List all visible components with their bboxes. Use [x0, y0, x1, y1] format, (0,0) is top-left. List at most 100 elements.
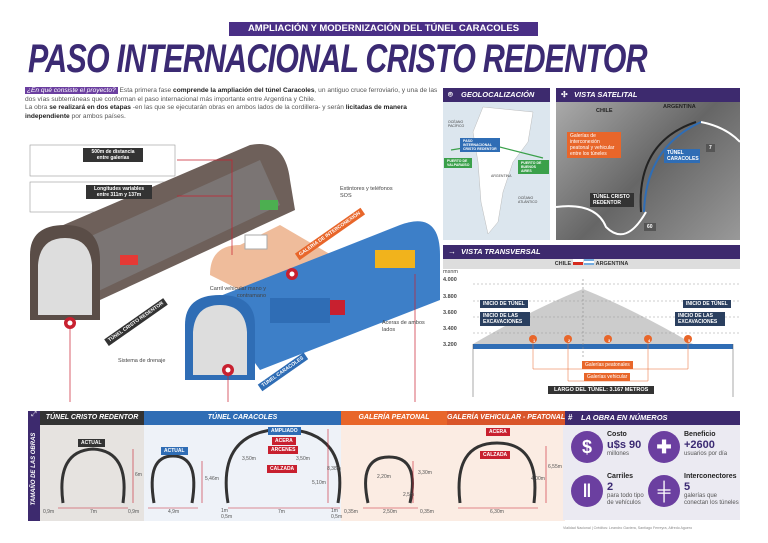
- caracoles-calzada-tag: CALZADA: [267, 465, 298, 473]
- sizes-side-bar: ⤢ TAMAÑO DE LAS OBRAS: [28, 411, 40, 521]
- vehicular-height-1: 4,00m: [531, 476, 545, 482]
- label-largo-tunel: LARGO DEL TÚNEL: 3.167 METROS: [548, 386, 655, 394]
- cristo-width: 7m: [90, 509, 97, 515]
- label-galerias: Galerías de interconexión peatonal y veh…: [567, 132, 621, 158]
- caracoles-lane-1: 3,50m: [242, 456, 256, 462]
- label-valparaiso: PUERTO DE VALPARAÍSO: [444, 158, 472, 168]
- caracoles-height-1: 5,10m: [312, 480, 326, 486]
- caracoles-side-right: 1m: [331, 508, 338, 514]
- sizes-section: ⤢ TAMAÑO DE LAS OBRAS TÚNEL CRISTO REDEN…: [28, 411, 565, 521]
- satellite-panel: ✣VISTA SATELITAL CHILE ARGENTINA Galería…: [555, 88, 741, 240]
- top-banner: AMPLIACIÓN Y MODERNIZACIÓN DEL TÚNEL CAR…: [229, 22, 538, 36]
- intro-bold: se realizará en dos etapas: [49, 104, 131, 112]
- label-extintores: Extintores y teléfonos SOS: [340, 186, 393, 199]
- vehicular-width: 6,30m: [490, 509, 504, 515]
- marker-3: 3: [608, 338, 611, 343]
- stat-value: u$s 90: [607, 439, 642, 451]
- geolocation-panel: ⌾GEOLOCALIZACIÓN OCÉANO PACÍFICO OCÉANO …: [443, 88, 550, 240]
- stat-value: 5: [684, 481, 691, 493]
- vehicular-size-title: GALERÍA VEHICULAR - PEATONAL: [447, 411, 565, 425]
- vehicular-acera-tag: ACERA: [486, 428, 510, 436]
- label-buenos-aires: PUERTO DE BUENOS AIRES: [518, 160, 549, 174]
- road-icon: ‖: [571, 475, 603, 507]
- tunnel-illustration: [29, 144, 440, 402]
- peatonal-height-1: 2,20m: [377, 474, 391, 480]
- stat-desc: usuarios por día: [684, 451, 728, 457]
- label-aceras: Aceras de ambos lados: [382, 320, 425, 333]
- marker-2: 2: [568, 338, 571, 343]
- hands-cross-icon: ✚: [648, 431, 680, 463]
- stat-label: Beneficio: [684, 431, 716, 438]
- stat-desc: galerías que conectan los túneles: [684, 493, 739, 506]
- expand-icon: ⤢: [31, 411, 37, 418]
- intro-text-part: -en las que se ejecutarán obras en ambos…: [130, 104, 346, 112]
- caracoles-actual-width: 4,9m: [168, 509, 180, 515]
- stat-value: +2600: [684, 439, 715, 451]
- stat-label: Costo: [607, 431, 627, 438]
- peatonal-size-title: GALERÍA PEATONAL: [341, 411, 447, 425]
- intro-text-part: La obra: [25, 104, 50, 112]
- caracoles-size-panel: [144, 411, 341, 521]
- axis-unit: msnm: [443, 269, 458, 275]
- caracoles-actual-height: 5,46m: [205, 476, 219, 482]
- caracoles-actual-tag: ACTUAL: [161, 447, 188, 455]
- stat-desc: para todo tipo de vehículos: [607, 493, 644, 506]
- stat-label: Interconectores: [684, 473, 737, 480]
- caracoles-width: 7m: [278, 509, 285, 515]
- intro-text: ¿En qué consiste el proyecto? Esta prime…: [25, 87, 440, 121]
- label-drenaje: Sistema de drenaje: [118, 358, 166, 364]
- satellite-header: ✣VISTA SATELITAL: [556, 88, 740, 102]
- caracoles-ampliado-tag: AMPLIADO: [268, 427, 301, 435]
- intro-bold: licitadas de manera independiente: [25, 104, 407, 120]
- peatonal-height-3: 2,5m: [403, 492, 415, 498]
- peatonal-height-2: 3,30m: [418, 470, 432, 476]
- label-galerias-peatonales: Galerías peatonales: [582, 361, 633, 369]
- caracoles-height-2: 8,38m: [327, 466, 341, 472]
- cristo-size-panel: [40, 411, 144, 521]
- arrow-icon: →: [448, 247, 456, 256]
- label-paso: PASO INTERNACIONAL CRISTO REDENTOR: [460, 138, 500, 152]
- geolocation-title: GEOLOCALIZACIÓN: [461, 90, 535, 99]
- country-bar: CHILE ARGENTINA: [443, 259, 740, 269]
- label-argentina-sat: ARGENTINA: [663, 104, 696, 110]
- peatonal-width: 2,50m: [383, 509, 397, 515]
- transversal-header: →VISTA TRANSVERSAL: [443, 245, 740, 259]
- cristo-height: 6m: [135, 472, 142, 478]
- label-pacific: OCÉANO PACÍFICO: [448, 120, 465, 128]
- satellite-title: VISTA SATELITAL: [574, 90, 638, 99]
- callout-distance: 500m de distancia entre galerías: [83, 148, 143, 162]
- caracoles-arcenes-tag: ARCENES: [268, 446, 299, 454]
- label-caracoles-sat: TÚNEL CARACOLES: [664, 149, 700, 163]
- tick-3800: 3.800: [443, 294, 457, 300]
- marker-4: 4: [648, 338, 651, 343]
- cristo-size-title: TÚNEL CRISTO REDENTOR: [40, 411, 144, 425]
- geolocation-header: ⌾ GEOLOCALIZACIÓN: [443, 88, 550, 102]
- page-title: PASO INTERNACIONAL CRISTO REDENTOR: [28, 37, 648, 81]
- label-inicio-tunel-right: INICIO DE TÚNEL: [683, 300, 731, 308]
- tick-4000: 4.000: [443, 277, 457, 283]
- elevation-profile: [472, 279, 740, 399]
- caracoles-side-left: 1m: [221, 508, 228, 514]
- label-argentina: ARGENTINA: [491, 174, 512, 178]
- intro-text-part: por ambos países.: [69, 112, 126, 120]
- label-argentina-t: ARGENTINA: [595, 261, 629, 267]
- route-60-badge: 60: [644, 223, 656, 231]
- galerias-size-panel: [341, 411, 565, 521]
- credit: Vialidad Nacional | Créditos: Leandro Ga…: [563, 526, 693, 530]
- tick-3400: 3.400: [443, 326, 457, 332]
- label-chile: CHILE: [596, 108, 613, 114]
- caracoles-acera-tag: ACERA: [272, 437, 296, 445]
- marker-1: 1: [533, 338, 536, 343]
- caracoles-lane-2: 3,50m: [296, 456, 310, 462]
- argentina-flag-icon: [584, 259, 595, 265]
- transversal-panel: →VISTA TRANSVERSAL CHILE ARGENTINA msnm …: [443, 245, 740, 399]
- label-inicio-excav-right: INICIO DE LAS EXCAVACIONES: [675, 312, 725, 326]
- hash-icon: #: [568, 413, 573, 422]
- intro-bold: comprende la ampliación del túnel Caraco…: [173, 87, 315, 94]
- location-pin-icon: ⌾: [448, 90, 453, 99]
- caracoles-side2-right: 0,5m: [331, 514, 343, 520]
